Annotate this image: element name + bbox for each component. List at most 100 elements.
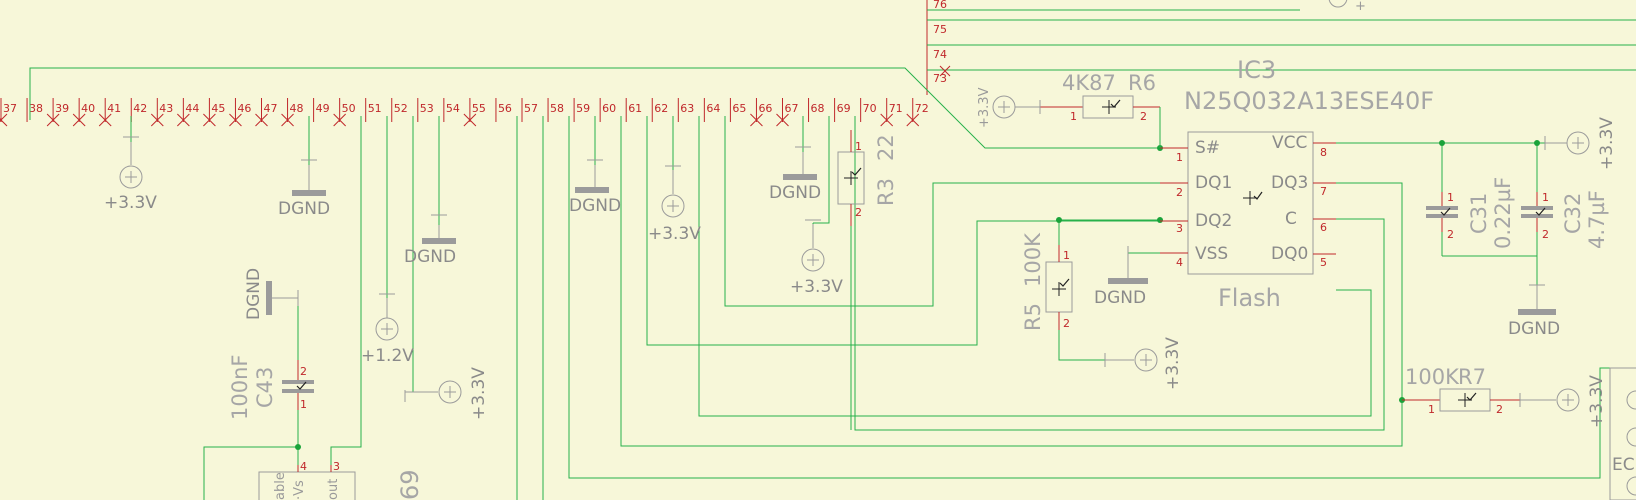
capacitor-c32[interactable]: 1 2 C32 4.7µF [1521,190,1609,249]
r3-value: 22 [874,134,898,161]
bus-pin-label-62: 62 [654,102,668,115]
bus-pin-label-60: 60 [602,102,616,115]
bus-pin-label-58: 58 [550,102,564,115]
dgnd-vss: DGND [1094,246,1148,308]
v33-pin42: +3.3V [104,136,157,213]
v33-label-vcc: +3.3V [1597,117,1617,170]
bus-pin-label-43: 43 [159,102,173,115]
no-connect-46 [229,113,242,127]
dgnd-label-c43: DGND [244,268,264,320]
no-connect-72 [906,113,920,127]
reg-label-out: out [326,479,341,500]
bus-pin-label-37: 37 [3,102,17,115]
v12-pin52: +1.2V [361,293,414,366]
bus-pin-label-56: 56 [498,102,512,115]
no-connect-67 [776,113,789,127]
bus-pin-label-42: 42 [133,102,147,115]
bus-pin-label-48: 48 [290,102,304,115]
bus-pin-label-72: 72 [915,102,929,115]
v33-label-r3: +3.3V [790,277,843,297]
ic3-pin-label-vss: VSS [1195,244,1228,264]
ic3-pin-label-vcc: VCC [1272,133,1307,153]
v12-label-pin52: +1.2V [361,346,414,366]
ic3-pin-2: 2 [1176,186,1183,199]
no-connect-55 [463,113,477,127]
dgnd-label-pin54: DGND [404,247,456,267]
dgnd-pin54: DGND [404,214,456,267]
bus-pin-label-61: 61 [628,102,642,115]
ic3-pin-3: 3 [1176,222,1183,235]
bus-pin-label-65: 65 [732,102,746,115]
no-connect-47 [255,113,268,127]
no-connect-41 [98,113,112,127]
ic3-pin-label-dq2: DQ2 [1195,211,1232,231]
v33-r5: +3.3V [1104,337,1183,390]
dgnd-pin68: DGND [769,146,821,203]
no-connect-40 [72,113,86,127]
capacitor-c31[interactable]: 1 2 C31 0.22µF [1426,177,1515,249]
resistor-r7[interactable]: 100K R7 1 2 [1402,365,1520,416]
bus-pin-label-66: 66 [758,102,772,115]
dgnd-pin49: DGND [278,159,330,219]
ground-symbols: DGND DGND DGND DGND DGND [244,146,1560,339]
bus-pin-label-40: 40 [81,102,95,115]
v33-label-r6: +3.3V [977,87,992,128]
v33-label-r5: +3.3V [1163,337,1183,390]
partial-components: 4 3 able ·Vs out 69 EC [258,367,1636,500]
bus-pin-label-55: 55 [472,102,486,115]
bus-pin-label-47: 47 [264,102,278,115]
ic3-pin-5: 5 [1320,256,1327,269]
bus-pin-label-41: 41 [107,102,121,115]
power-v33-r6: +3.3V [977,87,1041,128]
no-connect-66 [750,113,763,127]
v33-label-pin42: +3.3V [104,193,157,213]
no-connect-44 [176,113,190,127]
v33-label-pin63: +3.3V [648,224,701,244]
resistor-r3[interactable]: 1 2 R3 22 [837,130,898,430]
reg-pin-3: 3 [333,460,340,473]
bus-pin-label-38: 38 [29,102,43,115]
ic3-flash[interactable]: IC3 N25Q032A13ESE40F Flash S# DQ1 DQ2 VS… [1160,56,1434,312]
resistor-r5[interactable]: 1 2 R5 100K [1021,232,1073,331]
ic3-pin-label-s: S# [1195,138,1220,158]
r7-pin-1: 1 [1428,403,1435,416]
v33-pin53: +3.3V [404,367,489,420]
c31-pin-2: 2 [1447,228,1454,241]
r6-ref: R6 [1128,71,1156,95]
c43-ref: C43 [253,367,277,408]
c31-pin-1: 1 [1447,191,1454,204]
reg-label-vs: ·Vs [292,480,307,500]
ic3-pin-7: 7 [1320,185,1327,198]
r5-ref: R5 [1021,303,1045,331]
ic3-pin-1: 1 [1176,151,1183,164]
r3-pin-2: 2 [855,206,862,219]
r6-pin-1: 1 [1070,110,1077,123]
r7-ref: R7 [1458,365,1486,389]
power-symbols: +3.3V +3.3V +3.3V +1.2V [104,117,1617,428]
top-lines: 76 75 74 73 + [926,0,1636,95]
ic3-pin-4: 4 [1176,256,1183,269]
ic3-pin-label-dq1: DQ1 [1195,173,1232,193]
r7-pin-2: 2 [1496,403,1503,416]
reg-pin-4: 4 [300,460,307,473]
dgnd-label-pin60: DGND [569,196,621,216]
bus-pin-label-64: 64 [706,102,720,115]
partial-ec: EC [1612,455,1635,475]
capacitor-c43[interactable]: 2 1 C43 100nF [228,355,314,420]
partial-69: 69 [396,469,424,500]
r5-pin-2: 2 [1063,317,1070,330]
bus-pin-label-59: 59 [576,102,590,115]
bus-pin-label-39: 39 [55,102,69,115]
bus-pin-label-70: 70 [863,102,877,115]
resistor-r6[interactable]: 4K87 R6 1 2 [1040,71,1161,148]
ic3-part-number: N25Q032A13ESE40F [1184,87,1434,115]
bus-pin-label-71: 71 [889,102,903,115]
ic3-pin-8: 8 [1320,146,1327,159]
v33-vcc: +3.3V [1544,117,1617,170]
no-connect-39 [46,113,60,127]
c32-pin-1: 1 [1542,191,1549,204]
no-connect-50 [333,113,347,127]
c31-ref: C31 [1467,193,1491,234]
bus-pin-label-50: 50 [342,102,356,115]
